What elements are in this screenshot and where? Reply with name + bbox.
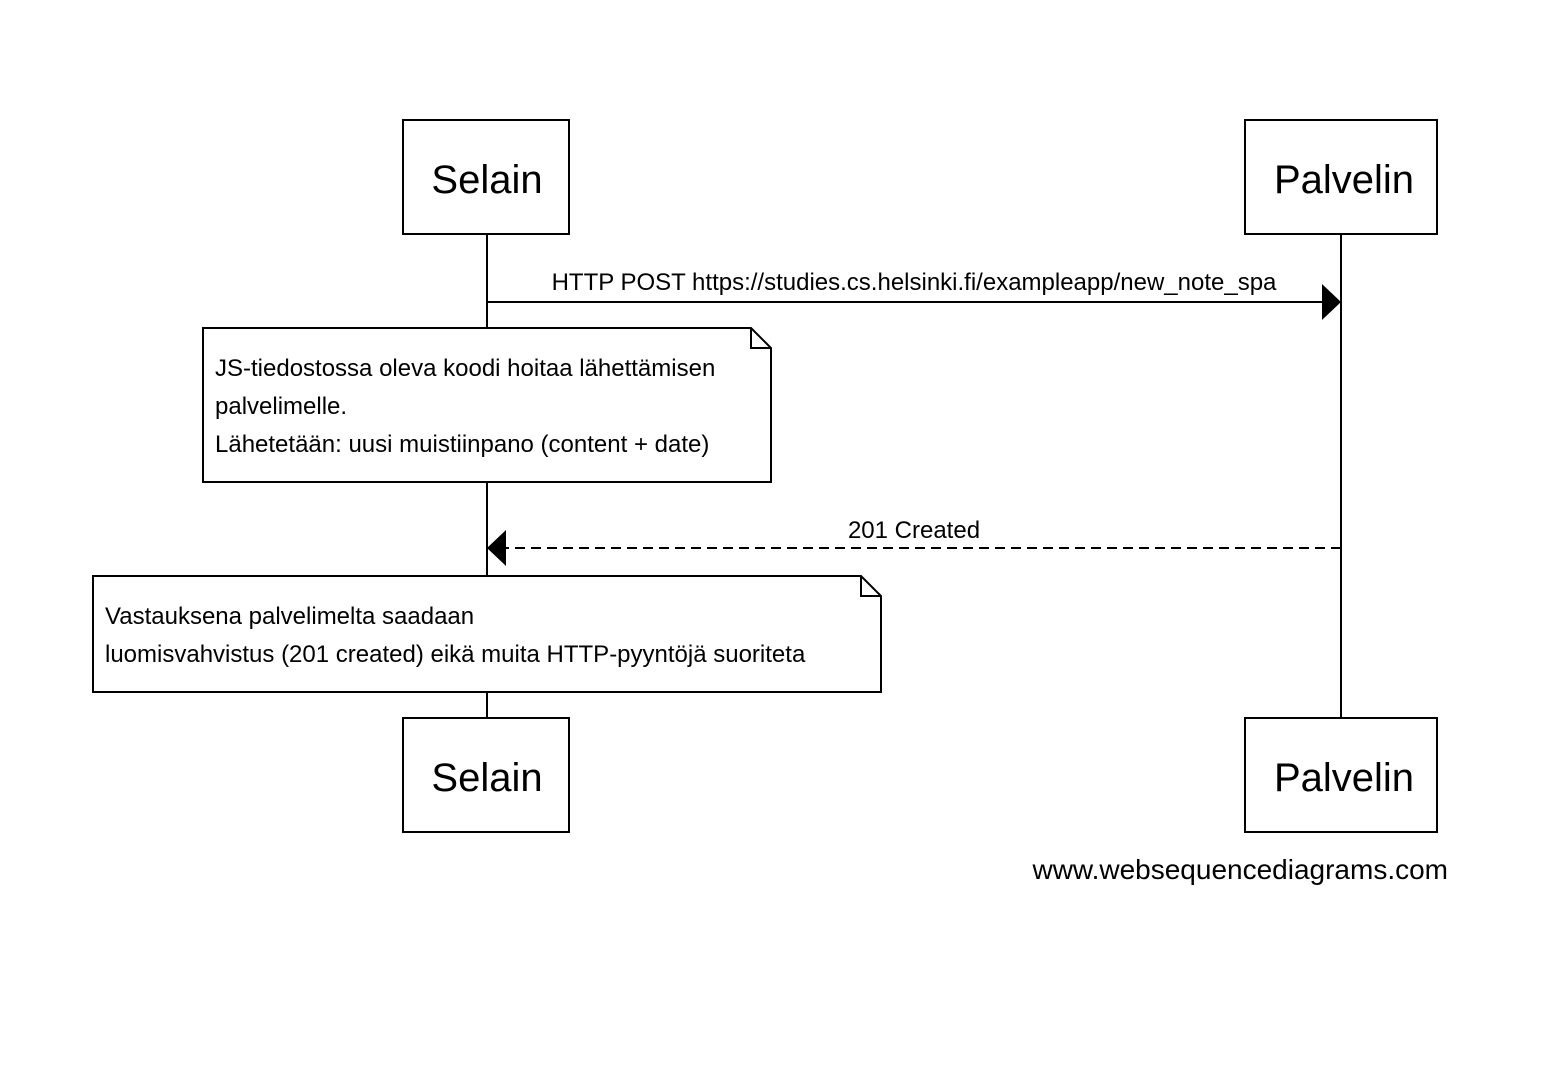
browser-participant-top-label: Selain <box>431 158 542 202</box>
note-sending-explanation-line-2: palvelimelle. <box>215 393 347 420</box>
message-http-post: HTTP POST https://studies.cs.helsinki.fi… <box>487 269 1341 320</box>
note-response-explanation: Vastauksena palvelimelta saadaan luomisv… <box>92 575 882 693</box>
note-response-explanation-line-2: luomisvahvistus (201 created) eikä muita… <box>105 641 806 668</box>
note-sending-explanation-line-1: JS-tiedostossa oleva koodi hoitaa lähett… <box>215 355 715 382</box>
message-201-created-label: 201 Created <box>848 517 980 544</box>
note-response-explanation-line-1: Vastauksena palvelimelta saadaan <box>105 603 474 630</box>
browser-participant-top: Selain <box>402 119 570 235</box>
message-http-post-arrowhead <box>1322 284 1341 320</box>
note-sending-explanation-line-3: Lähetetään: uusi muistiinpano (content +… <box>215 431 709 458</box>
server-participant-top: Palvelin <box>1244 119 1438 235</box>
server-participant-bottom-label: Palvelin <box>1274 756 1414 800</box>
message-http-post-label: HTTP POST https://studies.cs.helsinki.fi… <box>552 269 1277 296</box>
watermark-text: www.websequencediagrams.com <box>1031 854 1448 885</box>
server-participant-bottom: Palvelin <box>1244 717 1438 833</box>
note-sending-explanation-box <box>202 327 772 483</box>
server-participant-top-label: Palvelin <box>1274 158 1414 202</box>
note-response-explanation-box <box>92 575 882 693</box>
note-sending-explanation: JS-tiedostossa oleva koodi hoitaa lähett… <box>202 327 772 483</box>
note-response-explanation-fold <box>860 576 881 597</box>
message-201-created-arrowhead <box>487 530 506 566</box>
browser-participant-bottom-label: Selain <box>431 756 542 800</box>
message-201-created: 201 Created <box>487 517 1341 566</box>
note-sending-explanation-fold <box>750 328 771 349</box>
browser-participant-bottom: Selain <box>402 717 570 833</box>
